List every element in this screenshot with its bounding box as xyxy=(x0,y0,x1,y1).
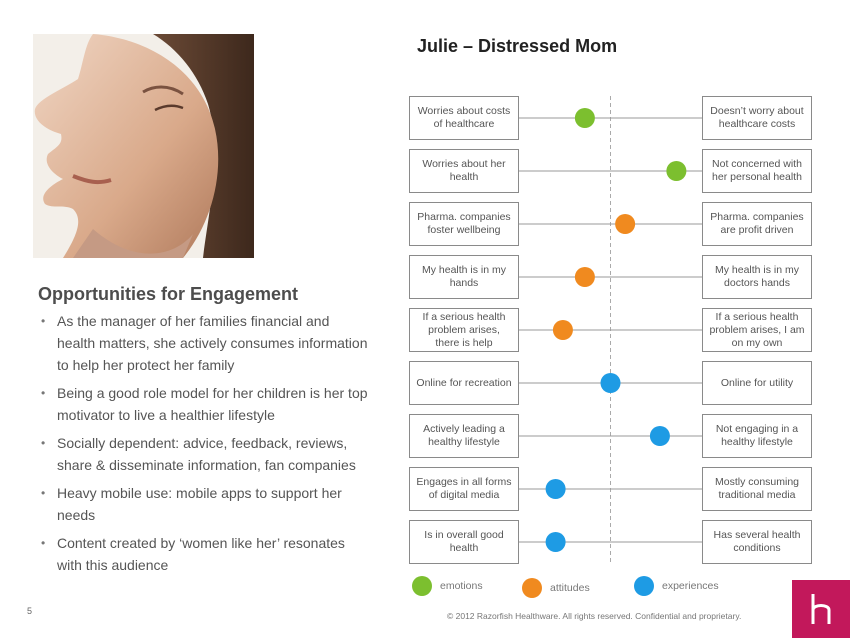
bullet-dot: • xyxy=(41,536,46,550)
bullet-list: • As the manager of her families financia… xyxy=(39,310,369,582)
scale-marker xyxy=(574,267,595,287)
razorfish-logo xyxy=(792,580,850,638)
scale-left-label: Pharma. companies foster wellbeing xyxy=(409,202,519,246)
scale-marker xyxy=(615,214,636,234)
persona-title: Julie – Distressed Mom xyxy=(417,36,618,56)
scale-right-label: Online for utility xyxy=(702,361,812,405)
scale-right-label: Not concerned with her personal health xyxy=(702,149,812,193)
scale-right-label: My health is in my doctors hands xyxy=(702,255,812,299)
legend-item-emotions: emotions xyxy=(412,576,483,596)
persona-photo xyxy=(33,34,254,258)
bullet-item: • Socially dependent: advice, feedback, r… xyxy=(39,432,369,476)
section-title: Opportunities for Engagement xyxy=(38,284,299,304)
bullet-text: Content created by ‘women like her’ reso… xyxy=(57,535,345,573)
scale-marker xyxy=(552,320,573,340)
scale-marker xyxy=(649,426,670,446)
legend-label: experiences xyxy=(662,580,719,592)
scale-right-label: Pharma. companies are profit driven xyxy=(702,202,812,246)
scale-left-label: Worries about her health xyxy=(409,149,519,193)
legend-swatch xyxy=(412,576,432,596)
legend-label: attitudes xyxy=(550,582,590,594)
h-logo-icon xyxy=(811,594,831,624)
legend-label: emotions xyxy=(440,580,483,592)
bullet-item: • Heavy mobile use: mobile apps to suppor… xyxy=(39,482,369,526)
bullet-dot: • xyxy=(41,486,46,500)
scale-marker xyxy=(545,479,566,499)
legend-item-attitudes: attitudes xyxy=(522,578,590,598)
scale-left-label: Actively leading a healthy lifestyle xyxy=(409,414,519,458)
scale-left-label: Worries about costs of healthcare xyxy=(409,96,519,140)
scale-left-label: My health is in my hands xyxy=(409,255,519,299)
scale-right-label: Doesn’t worry about healthcare costs xyxy=(702,96,812,140)
legend-swatch xyxy=(522,578,542,598)
scale-right-label: Mostly consuming traditional media xyxy=(702,467,812,511)
scale-right-label: Has several health conditions xyxy=(702,520,812,564)
bullet-text: Being a good role model for her children… xyxy=(57,385,368,423)
scale-marker xyxy=(545,532,566,552)
bullet-item: • As the manager of her families financia… xyxy=(39,310,369,376)
scale-right-label: Not engaging in a healthy lifestyle xyxy=(702,414,812,458)
scale-marker xyxy=(600,373,621,393)
bullet-dot: • xyxy=(41,436,46,450)
legend-item-experiences: experiences xyxy=(634,576,719,596)
bullet-text: As the manager of her families financial… xyxy=(57,313,368,373)
scale-left-label: Is in overall good health xyxy=(409,520,519,564)
bullet-dot: • xyxy=(41,386,46,400)
bullet-dot: • xyxy=(41,314,46,328)
bullet-item: • Content created by ‘women like her’ res… xyxy=(39,532,369,576)
scale-right-label: If a serious health problem arises, I am… xyxy=(702,308,812,352)
scale-left-label: Online for recreation xyxy=(409,361,519,405)
copyright-footer: © 2012 Razorfish Healthware. All rights … xyxy=(447,611,742,621)
page-number: 5 xyxy=(27,606,33,616)
bullet-text: Heavy mobile use: mobile apps to support… xyxy=(57,485,342,523)
bullet-item: • Being a good role model for her childre… xyxy=(39,382,369,426)
scale-marker xyxy=(574,108,595,128)
legend-swatch xyxy=(634,576,654,596)
scale-left-label: If a serious health problem arises, ther… xyxy=(409,308,519,352)
woman-face-image xyxy=(33,34,254,258)
scale-marker xyxy=(666,161,687,181)
bullet-text: Socially dependent: advice, feedback, re… xyxy=(57,435,356,473)
scale-left-label: Engages in all forms of digital media xyxy=(409,467,519,511)
